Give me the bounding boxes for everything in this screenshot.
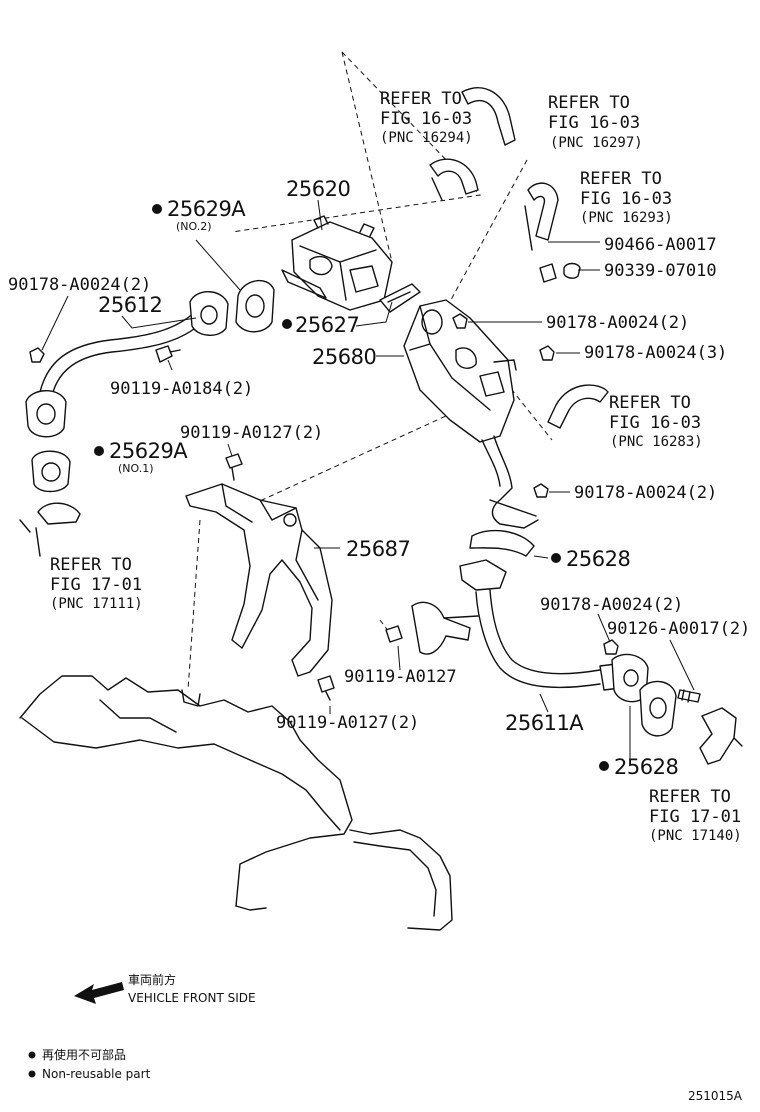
gasket-25628-top [469, 529, 535, 557]
nut-90178-mid [603, 639, 619, 655]
label-25611a: 25611A [505, 711, 584, 735]
refer-line: FIG 16-03 [380, 109, 472, 129]
refer-line: FIG 17-01 [50, 575, 142, 595]
refer-pnc: (PNC 16297) [550, 135, 643, 151]
refer-16293: REFER TO FIG 16-03 (PNC 16293) [580, 169, 673, 226]
label-90119-a0127-2-bottom: 90119-A0127(2) [276, 713, 419, 733]
non-reusable-dot [599, 761, 609, 771]
egr-valve-25620 [281, 215, 393, 311]
leader-lines [41, 199, 695, 762]
refer-line: REFER TO [609, 393, 691, 413]
front-side-en: VEHICLE FRONT SIDE [128, 991, 256, 1005]
refer-line: REFER TO [580, 169, 662, 189]
non-reusable-dot [152, 204, 162, 214]
label-25629a-bottom: 25629A [109, 439, 188, 463]
refer-line: REFER TO [548, 93, 630, 113]
bolt-90119-a0184 [155, 345, 181, 363]
non-reusable-dot [94, 446, 104, 456]
bolt-90119-a0127-top [225, 453, 243, 481]
egr-cooler-25680 [403, 299, 539, 529]
label-90339-07010: 90339-07010 [604, 261, 717, 281]
label-90178-a0024-2-mid: 90178-A0024(2) [540, 595, 683, 615]
refer-16297: REFER TO FIG 16-03 (PNC 16297) [548, 93, 643, 151]
refer-line: FIG 16-03 [580, 189, 672, 209]
label-90119-a0127-2-top: 90119-A0127(2) [180, 423, 323, 443]
label-25629a-top: 25629A [167, 197, 246, 221]
legend-dot [28, 1051, 36, 1059]
label-25628-top: 25628 [566, 547, 630, 571]
nut-90178-left [29, 347, 45, 363]
label-no1: (NO.1) [118, 462, 154, 475]
refer-17140: REFER TO FIG 17-01 (PNC 17140) [649, 787, 742, 844]
label-90178-a0024-3: 90178-A0024(3) [584, 343, 727, 363]
refer-16294: REFER TO FIG 16-03 (PNC 16294) [380, 89, 473, 146]
refer-pnc: (PNC 17140) [649, 828, 742, 844]
egr-pipe-25612 [25, 291, 229, 438]
refer-16283: REFER TO FIG 16-03 (PNC 16283) [609, 393, 703, 450]
legend-dot [28, 1070, 36, 1078]
engine-block-outline [19, 675, 453, 931]
bolt-90119-a0127-bottom [317, 675, 335, 701]
refer-pnc: (PNC 17111) [50, 596, 143, 612]
refer-pnc: (PNC 16294) [380, 130, 473, 146]
egr-pipe-25611a [411, 559, 649, 703]
front-side-jp: 車両前方 [128, 972, 176, 987]
legend-jp: 再使用不可部品 [42, 1047, 126, 1062]
label-25627: 25627 [295, 313, 359, 337]
bracket-17111 [19, 502, 81, 557]
non-reusable-dot [551, 553, 561, 563]
refer-17111: REFER TO FIG 17-01 (PNC 17111) [50, 555, 143, 612]
hose-16283 [547, 384, 609, 429]
refer-line: FIG 17-01 [649, 807, 741, 827]
hose-16294 [429, 87, 516, 201]
label-25612: 25612 [98, 293, 162, 317]
label-90126-a0017-2: 90126-A0017(2) [607, 619, 750, 639]
label-90178-a0024-2-right: 90178-A0024(2) [546, 313, 689, 333]
refer-line: REFER TO [649, 787, 731, 807]
gasket-25629a-no2 [235, 279, 275, 333]
part-labels: 25620 25629A (NO.2) 90178-A0024(2) 25612… [8, 177, 750, 779]
refer-line: FIG 16-03 [548, 113, 640, 133]
gasket-25629a-no1 [31, 450, 71, 493]
label-90178-a0024-2-lower: 90178-A0024(2) [574, 483, 717, 503]
refer-pnc: (PNC 16293) [580, 210, 673, 226]
vehicle-front-arrow [74, 982, 124, 1004]
plug-90339 [563, 262, 581, 279]
label-90466-a0017: 90466-A0017 [604, 235, 717, 255]
label-25680: 25680 [312, 345, 376, 369]
hose-16293 [524, 182, 559, 251]
bracket-25687 [185, 483, 333, 677]
clip-90466 [539, 263, 557, 283]
refer-line: REFER TO [50, 555, 132, 575]
refer-line: REFER TO [380, 89, 462, 109]
nut-90178-three [539, 345, 555, 361]
diagram-id: 251015A [688, 1089, 743, 1103]
nut-90178-right [452, 313, 468, 329]
legend-en: Non-reusable part [42, 1067, 151, 1081]
bolt-90119-a0127-mid [385, 625, 403, 643]
label-90178-a0024-2-left: 90178-A0024(2) [8, 275, 151, 295]
gasket-25628-bottom [639, 680, 677, 737]
gasket-25627 [379, 283, 421, 313]
label-90119-a0184-2: 90119-A0184(2) [110, 379, 253, 399]
refer-blocks: REFER TO FIG 16-03 (PNC 16294) REFER TO … [50, 89, 742, 844]
refer-pnc: (PNC 16283) [610, 434, 703, 450]
footer: 車両前方 VEHICLE FRONT SIDE 再使用不可部品 Non-reus… [28, 972, 743, 1103]
refer-line: FIG 16-03 [609, 413, 701, 433]
label-25687: 25687 [346, 537, 410, 561]
non-reusable-dot [282, 319, 292, 329]
stud-90126 [677, 689, 701, 703]
label-25620: 25620 [286, 177, 350, 201]
nut-90178-lower [533, 483, 549, 498]
label-no2: (NO.2) [176, 220, 212, 233]
label-25628-bottom: 25628 [614, 755, 678, 779]
label-90119-a0127: 90119-A0127 [344, 667, 457, 687]
bracket-17140 [699, 707, 743, 765]
